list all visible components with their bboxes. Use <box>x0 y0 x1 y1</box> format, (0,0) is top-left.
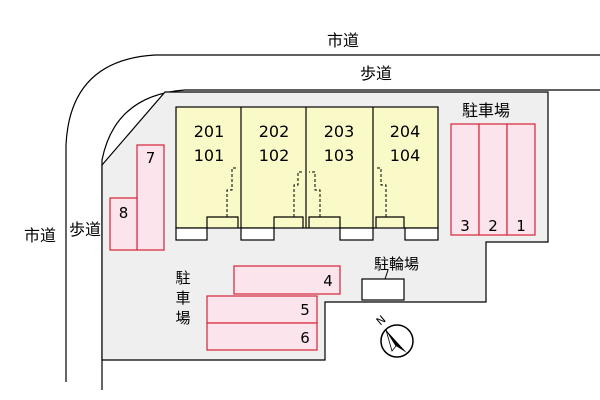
balcony <box>339 227 374 241</box>
parking-space-7: 7 <box>145 149 156 167</box>
unit-label-1: 201 101 <box>177 120 241 168</box>
parking-space-8: 8 <box>118 204 129 222</box>
parking-space-1: 1 <box>516 217 526 235</box>
balcony <box>175 227 208 241</box>
unit-lower: 104 <box>389 146 421 165</box>
bicycle-parking-area <box>361 278 405 301</box>
balcony <box>404 227 439 241</box>
unit-upper: 201 <box>193 122 225 141</box>
balcony <box>240 227 275 241</box>
city-road-label-left: 市道 <box>24 226 57 245</box>
parking-space-6: 6 <box>300 329 310 347</box>
bicycle-parking-label: 駐輪場 <box>374 255 420 273</box>
compass-icon <box>380 324 414 358</box>
unit-upper: 203 <box>323 122 355 141</box>
unit-label-2: 202 102 <box>242 120 306 168</box>
unit-lower: 103 <box>323 146 355 165</box>
parking-space-2: 2 <box>488 217 498 235</box>
sidewalk-label-top: 歩道 <box>360 64 393 83</box>
apartment-building <box>175 106 439 229</box>
city-road-edge <box>65 54 600 382</box>
unit-label-4: 204 104 <box>373 120 437 168</box>
parking-center <box>206 265 341 351</box>
unit-lower: 102 <box>258 146 290 165</box>
parking-left <box>109 144 165 251</box>
unit-label-3: 203 103 <box>307 120 371 168</box>
parking-space-3: 3 <box>460 217 470 235</box>
sidewalk-edge <box>101 89 600 390</box>
sidewalk-label-left: 歩道 <box>69 220 102 239</box>
parking-center-label: 駐車場 <box>175 269 191 327</box>
parking-right-label: 駐車場 <box>462 101 511 120</box>
parking-right <box>450 123 536 236</box>
city-road-label-top: 市道 <box>327 31 360 50</box>
unit-upper: 202 <box>258 122 290 141</box>
parking-space-5: 5 <box>300 301 310 319</box>
unit-upper: 204 <box>389 122 421 141</box>
parking-space-4: 4 <box>323 272 333 290</box>
unit-lower: 101 <box>193 146 225 165</box>
